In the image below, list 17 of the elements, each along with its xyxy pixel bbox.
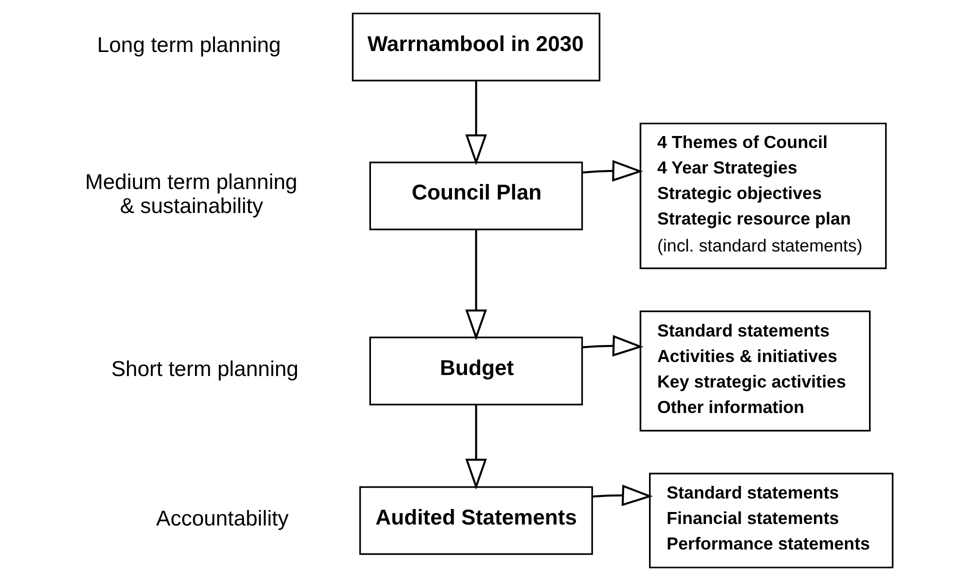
node-box: Standard statements Activities & initiatives Key strategic activities Other information bbox=[640, 310, 871, 432]
node-box: Standard statements Financial statements Performance statements bbox=[649, 472, 894, 568]
node-box: Council Plan bbox=[369, 162, 583, 230]
arrow bbox=[592, 484, 653, 506]
arrow bbox=[582, 335, 644, 357]
arrow bbox=[465, 80, 487, 166]
arrow bbox=[465, 404, 487, 490]
node-box: Audited Statements bbox=[359, 486, 593, 555]
arrow bbox=[465, 230, 487, 340]
arrow bbox=[582, 160, 644, 182]
node-box: Warrnambool in 2030 bbox=[352, 12, 600, 82]
node-box: 4 Themes of Council 4 Year Strategies Strategic objectives Strategic resource plan (incl. standard statements) bbox=[640, 122, 887, 270]
node-label: Medium term planning & sustainability bbox=[85, 170, 298, 218]
node-label: Long term planning bbox=[97, 33, 281, 58]
node-label: Short term planning bbox=[111, 357, 298, 382]
node-box: Budget bbox=[369, 336, 583, 406]
node-label: Accountability bbox=[156, 506, 289, 531]
